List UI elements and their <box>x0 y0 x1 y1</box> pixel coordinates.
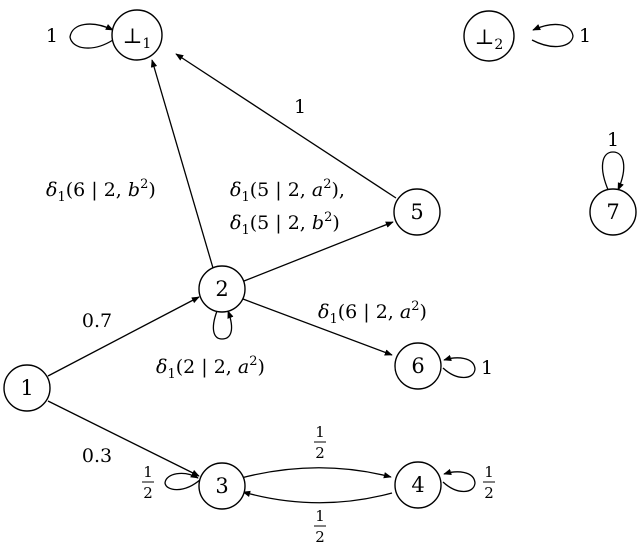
label-bot1-self: 1 <box>46 25 58 47</box>
edge-n4-self <box>442 468 476 493</box>
state-5-label: 5 <box>410 200 423 224</box>
label-n4-self: 1 2 <box>483 463 495 502</box>
state-5: 5 <box>393 188 441 236</box>
state-bot2-subscript: 2 <box>494 37 503 53</box>
state-6-label: 6 <box>411 354 424 378</box>
state-7-label: 7 <box>606 200 619 224</box>
state-bot2-symbol: ⊥ <box>475 25 495 49</box>
edge-n2-n5 <box>243 221 394 282</box>
edge-bot2-self <box>531 23 574 48</box>
label-n3-self: 1 2 <box>142 463 154 502</box>
svg-text:2: 2 <box>315 528 325 545</box>
state-6: 6 <box>394 342 442 390</box>
state-7: 7 <box>589 188 637 236</box>
edge-n2-bot1 <box>150 59 214 269</box>
edge-n2-self <box>212 310 234 340</box>
svg-text:1: 1 <box>315 423 325 441</box>
label-n2-self: δ1(2 | 2, a2) <box>156 354 265 382</box>
svg-text:2: 2 <box>484 484 494 502</box>
svg-text:⊥1: ⊥1 <box>123 24 152 52</box>
edge-bot1-self <box>69 23 114 49</box>
state-3: 3 <box>198 462 246 510</box>
edge-n1-n2 <box>47 296 200 377</box>
state-1: 1 <box>3 364 51 412</box>
label-n7-self: 1 <box>607 129 619 151</box>
state-2: 2 <box>198 265 246 313</box>
state-bot1-symbol: ⊥ <box>123 24 143 48</box>
svg-text:1: 1 <box>315 507 325 525</box>
edge-n3-n4 <box>240 467 392 479</box>
edge-n2-n6 <box>242 298 393 356</box>
label-n5-bot1: 1 <box>294 96 306 118</box>
svg-text:⊥2: ⊥2 <box>475 25 504 53</box>
label-n2-n6: δ1(6 | 2, a2) <box>318 299 427 327</box>
state-bot2: ⊥2 <box>463 10 515 62</box>
state-2-label: 2 <box>215 277 228 301</box>
state-bot1: ⊥1 <box>111 9 163 61</box>
label-n3-n4: 1 2 <box>314 423 326 462</box>
label-n2-n5-line1: δ1(5 | 2, a2), <box>230 177 345 205</box>
edge-n5-bot1 <box>175 53 397 199</box>
state-3-label: 3 <box>215 474 228 498</box>
label-n2-bot1: δ1(6 | 2, b2) <box>46 177 156 205</box>
edge-n4-n3 <box>242 490 393 504</box>
svg-text:2: 2 <box>143 484 153 502</box>
svg-text:1: 1 <box>484 463 494 481</box>
edge-n1-n3 <box>47 400 200 477</box>
svg-text:2: 2 <box>315 444 325 462</box>
state-bot1-subscript: 1 <box>142 36 151 52</box>
state-4: 4 <box>394 461 442 509</box>
edge-n6-self <box>442 354 476 379</box>
label-n6-self: 1 <box>481 357 493 379</box>
state-4-label: 4 <box>411 473 424 497</box>
label-n2-n5-line2: δ1(5 | 2, b2) <box>230 210 340 238</box>
state-1-label: 1 <box>20 376 33 400</box>
label-n1-n2: 0.7 <box>82 310 112 332</box>
edge-n3-self <box>164 471 202 491</box>
label-bot2-self: 1 <box>579 25 591 47</box>
edge-n7-self <box>601 151 625 193</box>
svg-text:1: 1 <box>143 463 153 481</box>
label-n1-n3: 0.3 <box>82 445 112 467</box>
label-n4-n3: 1 2 <box>314 507 326 545</box>
